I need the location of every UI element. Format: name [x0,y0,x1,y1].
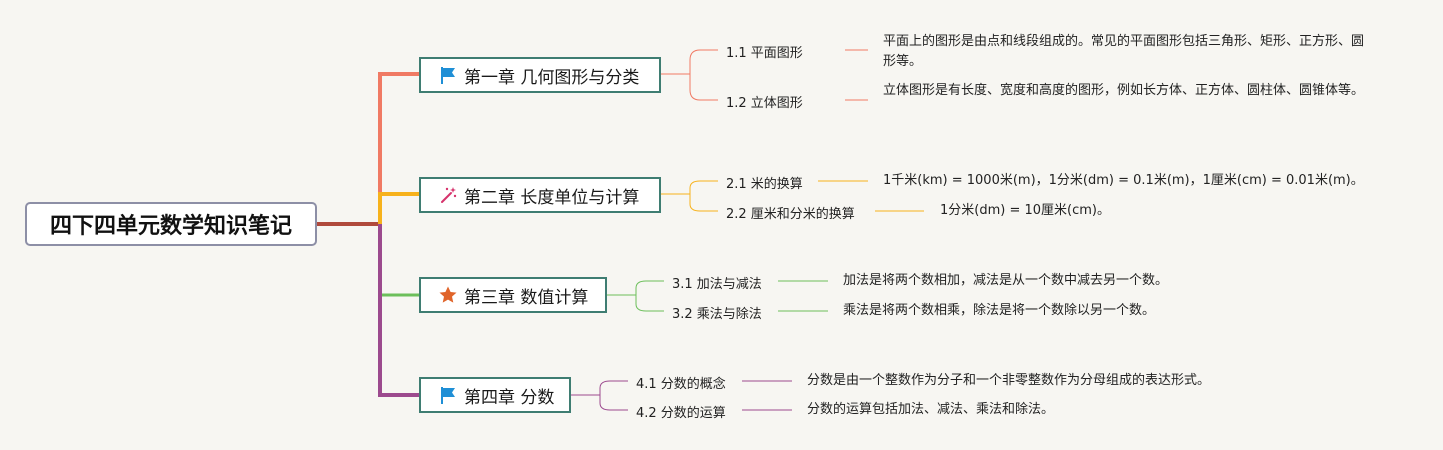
subtopic-1-2[interactable]: 1.2 立体图形 [726,96,803,111]
flag-icon [437,64,459,86]
sub-connectors-ch1 [660,49,868,101]
description-3-1: 加法是将两个数相加，减法是从一个数中减去另一个数。 [843,273,1169,288]
root-topic[interactable]: 四下四单元数学知识笔记 [25,202,317,246]
subtopic-2-2[interactable]: 2.2 厘米和分米的换算 [726,207,855,222]
branch-connector-ch1 [378,72,420,224]
star-icon [437,284,459,306]
chapter-2-title: 第二章 长度单位与计算 [464,187,640,208]
chapter-4-topic[interactable]: 第四章 分数 [419,377,571,413]
subtopic-3-2[interactable]: 3.2 乘法与除法 [672,307,762,322]
subtopic-3-1[interactable]: 3.1 加法与减法 [672,277,762,292]
sub-connectors-ch2 [660,180,924,212]
description-4-2: 分数的运算包括加法、减法、乘法和除法。 [807,402,1055,417]
branch-connector-ch2 [378,192,420,224]
subtopic-4-2[interactable]: 4.2 分数的运算 [636,406,726,421]
chapter-1-title: 第一章 几何图形与分类 [464,67,640,88]
chapter-2-topic[interactable]: 第二章 长度单位与计算 [419,177,661,213]
subtopic-4-1[interactable]: 4.1 分数的概念 [636,377,726,392]
description-4-1: 分数是由一个整数作为分子和一个非零整数作为分母组成的表达形式。 [807,373,1211,388]
sub-connectors-ch3 [607,280,828,312]
magic-wand-icon [437,184,459,206]
description-1-2: 立体图形是有长度、宽度和高度的图形，例如长方体、正方体、圆柱体、圆锥体等。 [883,83,1365,98]
subtopic-1-1[interactable]: 1.1 平面图形 [726,46,803,61]
branch-connector-ch4 [378,224,420,397]
flag-icon [437,384,459,406]
chapter-1-topic[interactable]: 第一章 几何图形与分类 [419,57,661,93]
chapter-3-title: 第三章 数值计算 [464,287,589,308]
chapter-4-title: 第四章 分数 [464,387,555,408]
description-2-2: 1分米(dm) = 10厘米(cm)。 [940,203,1110,218]
description-2-1: 1千米(km) = 1000米(m)，1分米(dm) = 0.1米(m)，1厘米… [883,173,1364,188]
subtopic-2-1[interactable]: 2.1 米的换算 [726,177,803,192]
sub-connectors-ch4 [570,380,792,411]
chapter-3-topic[interactable]: 第三章 数值计算 [419,277,607,313]
description-3-2: 乘法是将两个数相乘，除法是将一个数除以另一个数。 [843,303,1156,318]
description-1-1: 平面上的图形是由点和线段组成的。常见的平面图形包括三角形、矩形、正方形、圆形等。 [883,34,1365,69]
